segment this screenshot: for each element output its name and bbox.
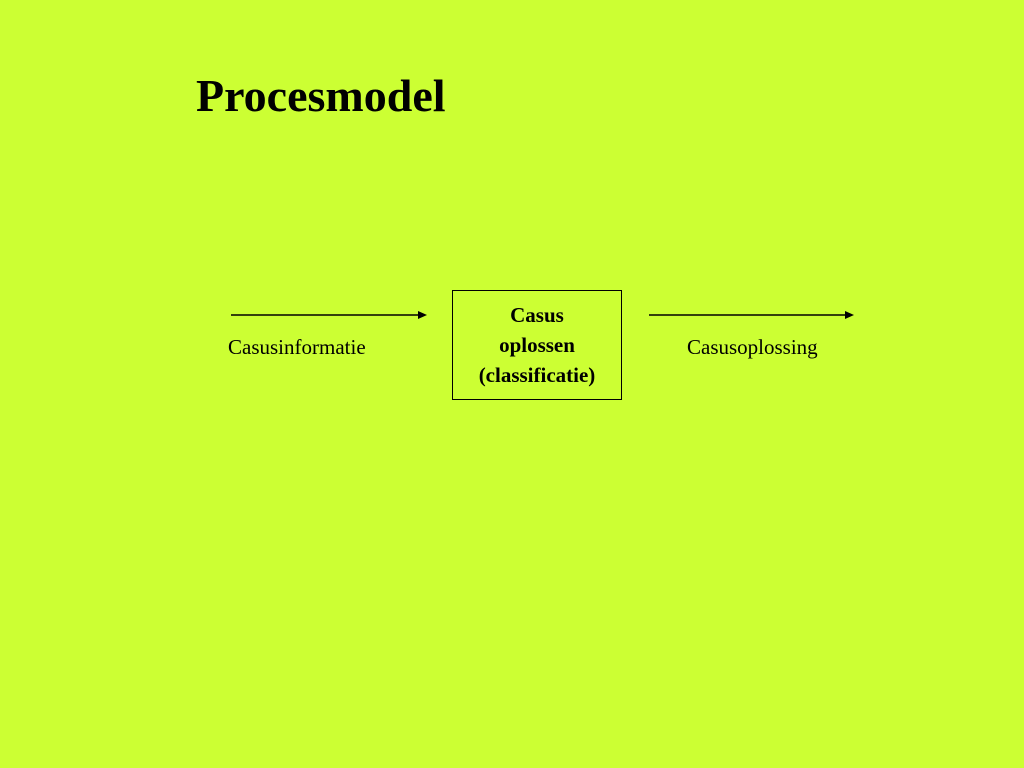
slide-title: Procesmodel <box>196 70 446 121</box>
process-line-2: oplossen <box>499 333 575 357</box>
output-label: Casusoplossing <box>687 335 818 359</box>
input-label: Casusinformatie <box>228 335 366 359</box>
process-box: Casus oplossen (classificatie) <box>452 290 622 400</box>
process-line-1: Casus <box>510 303 564 327</box>
input-arrow <box>231 311 427 319</box>
output-arrow <box>649 311 854 319</box>
process-line-3: (classificatie) <box>478 363 596 387</box>
